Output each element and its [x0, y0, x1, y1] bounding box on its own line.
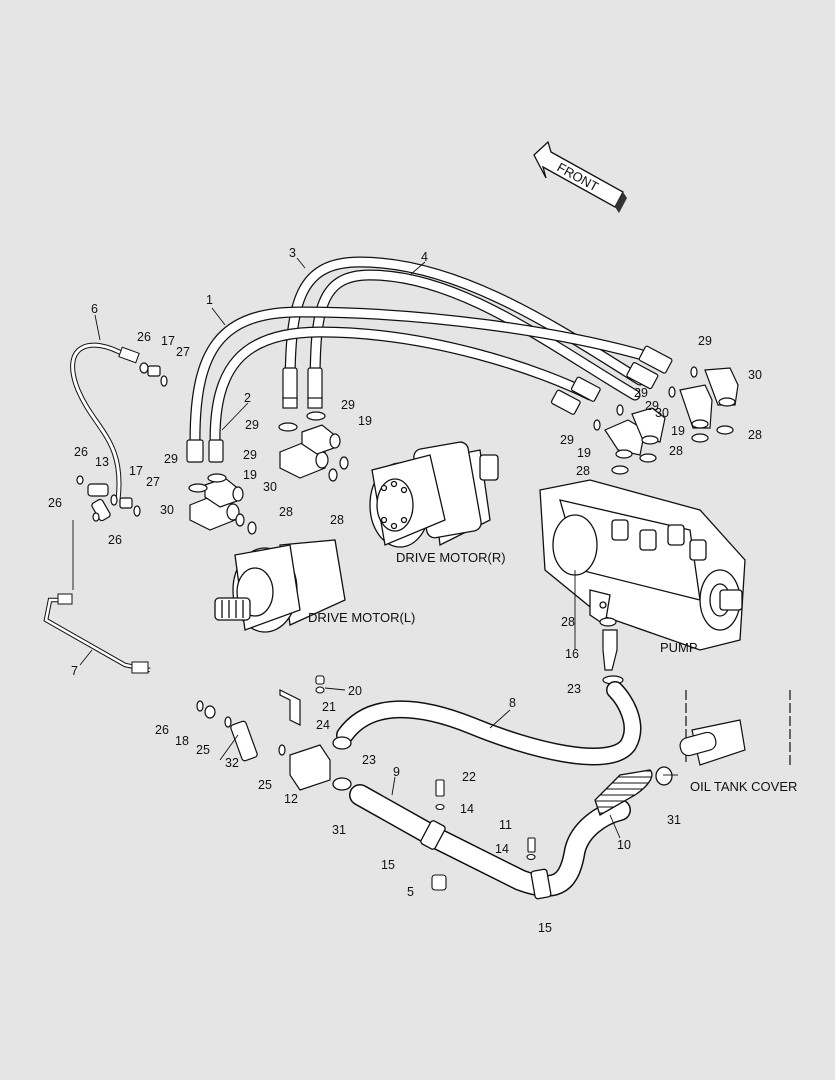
callout-17a: 17: [161, 334, 175, 348]
callout-10: 10: [617, 838, 631, 852]
callout-29h: 29: [560, 433, 574, 447]
fitting-16: [602, 629, 624, 685]
callout-29a: 29: [164, 452, 178, 466]
caption-drive-motor-l: DRIVE MOTOR(L): [308, 610, 415, 625]
callout-28c: 28: [748, 428, 762, 442]
callout-28a: 28: [279, 505, 293, 519]
callout-31a: 31: [332, 823, 346, 837]
callout-27a: 27: [176, 345, 190, 359]
callout-31b: 31: [667, 813, 681, 827]
callout-9: 9: [393, 765, 400, 779]
oil-tank-cover: [679, 690, 791, 766]
callout-22: 22: [462, 770, 476, 784]
small-hardware: [315, 675, 536, 891]
pump: [539, 479, 746, 651]
caption-drive-motor-r: DRIVE MOTOR(R): [396, 550, 506, 565]
fittings-top-left: [139, 362, 168, 387]
callout-23a: 23: [567, 682, 581, 696]
callout-28f: 28: [561, 615, 575, 629]
leader-lines: [72, 257, 678, 839]
hose-8: [336, 681, 642, 766]
callout-2: 2: [244, 391, 251, 405]
caption-pump: PUMP: [660, 640, 698, 655]
callout-28d: 28: [669, 444, 683, 458]
callout-25a: 25: [196, 743, 210, 757]
callout-12: 12: [284, 792, 298, 806]
front-arrow: FRONT: [533, 140, 627, 213]
callout-26d: 26: [108, 533, 122, 547]
hose-4: [309, 269, 641, 401]
hose-2: [209, 326, 596, 446]
brackets-and-couplers: [196, 689, 331, 791]
hose-6: [70, 342, 140, 501]
elbow-fittings-center: [278, 411, 349, 482]
drive-motor-l: [214, 539, 346, 633]
callout-21: 21: [322, 700, 336, 714]
callout-30b: 30: [263, 480, 277, 494]
callout-11: 11: [499, 818, 512, 832]
callout-19a: 19: [243, 468, 257, 482]
part-number-callouts: 1 2 3 4 5 6 7 8 9 10 11 12 13 14 14 15 1…: [48, 246, 762, 935]
callout-30c: 30: [748, 368, 762, 382]
drive-motor-r: [369, 441, 499, 548]
callout-7: 7: [71, 664, 78, 678]
callout-25b: 25: [258, 778, 272, 792]
callout-29e: 29: [698, 334, 712, 348]
callout-26b: 26: [74, 445, 88, 459]
callout-5: 5: [407, 885, 414, 899]
callout-13: 13: [95, 455, 109, 469]
callout-27b: 27: [146, 475, 160, 489]
callout-29f: 29: [634, 386, 648, 400]
callout-6: 6: [91, 302, 98, 316]
callout-29d: 29: [341, 398, 355, 412]
callout-15a: 15: [381, 858, 395, 872]
callout-26c: 26: [48, 496, 62, 510]
callout-4: 4: [421, 250, 428, 264]
hose-1: [189, 306, 666, 446]
callout-30a: 30: [160, 503, 174, 517]
callout-1: 1: [206, 293, 213, 307]
callout-24: 24: [316, 718, 330, 732]
elbow-fittings-left: [188, 473, 257, 535]
hose-clamps: [332, 736, 673, 900]
fittings-left-cluster: [76, 475, 141, 522]
pump-elbow-fittings: [593, 366, 739, 627]
callout-14a: 14: [460, 802, 474, 816]
callout-28b: 28: [330, 513, 344, 527]
tube-7: [43, 593, 151, 674]
callout-3: 3: [289, 246, 296, 260]
hose-end-fittings: [186, 345, 673, 463]
callout-14b: 14: [495, 842, 509, 856]
callout-8: 8: [509, 696, 516, 710]
callout-17b: 17: [129, 464, 143, 478]
callout-16: 16: [565, 647, 579, 661]
callout-29c: 29: [245, 418, 259, 432]
callout-28e: 28: [576, 464, 590, 478]
callout-19c: 19: [577, 446, 591, 460]
callout-15b: 15: [538, 921, 552, 935]
callout-26a: 26: [137, 330, 151, 344]
callout-29g: 29: [645, 399, 659, 413]
callout-26e: 26: [155, 723, 169, 737]
callout-18: 18: [175, 734, 189, 748]
pipe-9: [349, 784, 631, 897]
hose-10: [594, 769, 653, 816]
callout-30d: 30: [655, 406, 669, 420]
callout-19d: 19: [671, 424, 685, 438]
callout-29b: 29: [243, 448, 257, 462]
caption-oil-tank-cover: OIL TANK COVER: [690, 779, 797, 794]
callout-20: 20: [348, 684, 362, 698]
callout-19b: 19: [358, 414, 372, 428]
callout-32: 32: [225, 756, 239, 770]
callout-23b: 23: [362, 753, 376, 767]
